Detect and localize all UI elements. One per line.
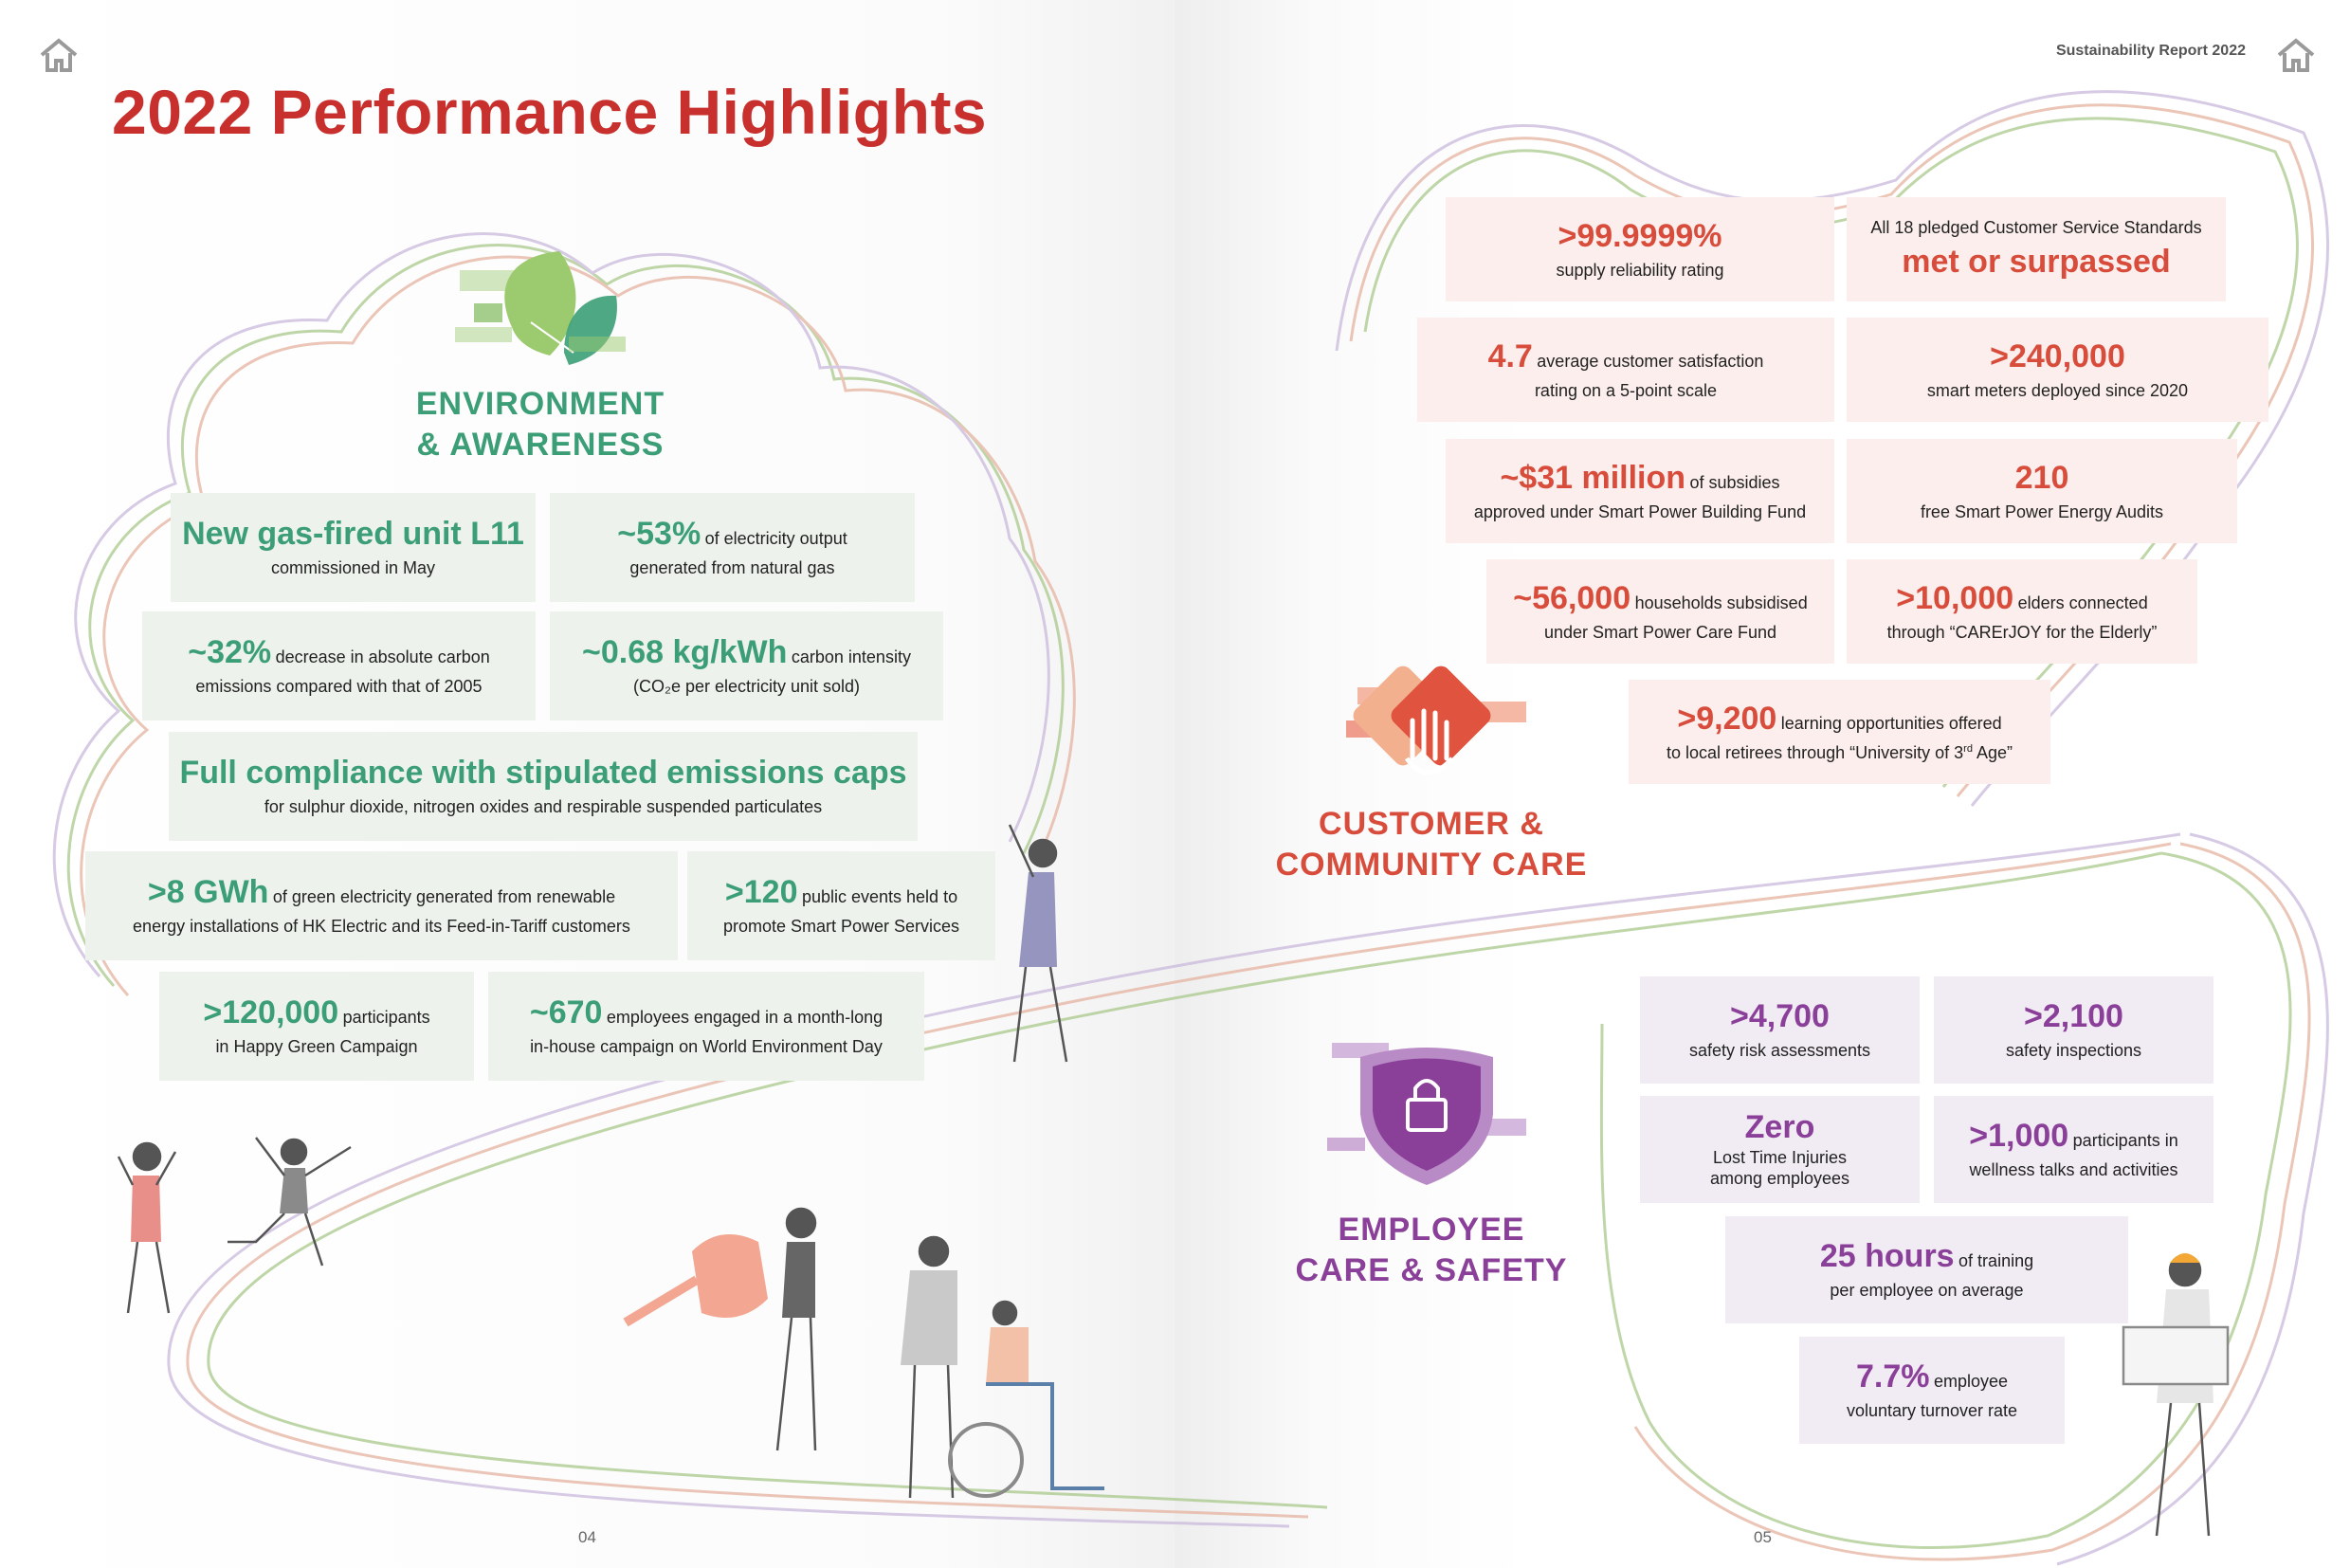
environment-section-title: ENVIRONMENT & AWARENESS (415, 386, 665, 463)
hand-heart-icon (1346, 665, 1526, 775)
cust-highlight-elders-connected: >10,000 elders connected through “CARErJ… (1847, 559, 2197, 664)
leaf-icon (455, 251, 626, 365)
emp-highlight-turnover: 7.7% employee voluntary turnover rate (1799, 1337, 2065, 1444)
customer-section-title: CUSTOMER & COMMUNITY CARE (1275, 806, 1588, 883)
cust-highlight-service-standards: All 18 pledged Customer Service Standard… (1847, 197, 2226, 301)
env-highlight-public-events: >120 public events held to promote Smart… (687, 851, 995, 960)
emp-highlight-risk-assessments: >4,700 safety risk assessments (1640, 976, 1920, 1084)
env-highlight-carbon-decrease: ~32% decrease in absolute carbon emissio… (142, 611, 536, 720)
page-title: 2022 Performance Highlights (112, 77, 988, 147)
env-highlight-carbon-intensity: ~0.68 kg/kWh carbon intensity (CO₂e per … (550, 611, 943, 720)
employee-section-title: EMPLOYEE CARE & SAFETY (1295, 1212, 1568, 1288)
page-number-left: 04 (578, 1528, 596, 1546)
cust-highlight-smart-meters: >240,000 smart meters deployed since 202… (1847, 318, 2268, 422)
emp-highlight-inspections: >2,100 safety inspections (1934, 976, 2213, 1084)
cust-highlight-reliability: >99.9999% supply reliability rating (1446, 197, 1834, 301)
people-illustration (117, 824, 2230, 1537)
env-highlight-employee-campaign: ~670 employees engaged in a month-long i… (488, 972, 924, 1081)
env-highlight-green-electricity: >8 GWh of green electricity generated fr… (85, 851, 678, 960)
emp-highlight-training: 25 hours of training per employee on ave… (1725, 1216, 2128, 1323)
env-highlight-happy-green: >120,000 participants in Happy Green Cam… (159, 972, 474, 1081)
cust-highlight-learning: >9,200 learning opportunities offered to… (1629, 680, 2050, 784)
cust-highlight-care-fund: ~56,000 households subsidised under Smar… (1486, 559, 1834, 664)
emp-highlight-lost-time-injuries: Zero Lost Time Injuries among employees (1640, 1096, 1920, 1203)
lock-shield-icon (1327, 1043, 1526, 1185)
env-highlight-emissions-compliance: Full compliance with stipulated emission… (169, 732, 918, 841)
emp-highlight-wellness: >1,000 participants in wellness talks an… (1934, 1096, 2213, 1203)
page-number-right: 05 (1754, 1528, 1772, 1546)
env-highlight-new-unit: New gas-fired unit L11 commissioned in M… (171, 493, 536, 602)
cust-highlight-building-fund: ~$31 million of subsidies approved under… (1446, 439, 1834, 543)
env-highlight-natural-gas: ~53% of electricity output generated fro… (550, 493, 915, 602)
report-header: Sustainability Report 2022 (2055, 43, 2246, 59)
cust-highlight-energy-audits: 210 free Smart Power Energy Audits (1847, 439, 2237, 543)
home-icon[interactable] (38, 36, 80, 74)
cust-highlight-satisfaction: 4.7 average customer satisfaction rating… (1417, 318, 1834, 422)
home-icon[interactable] (2275, 36, 2317, 74)
